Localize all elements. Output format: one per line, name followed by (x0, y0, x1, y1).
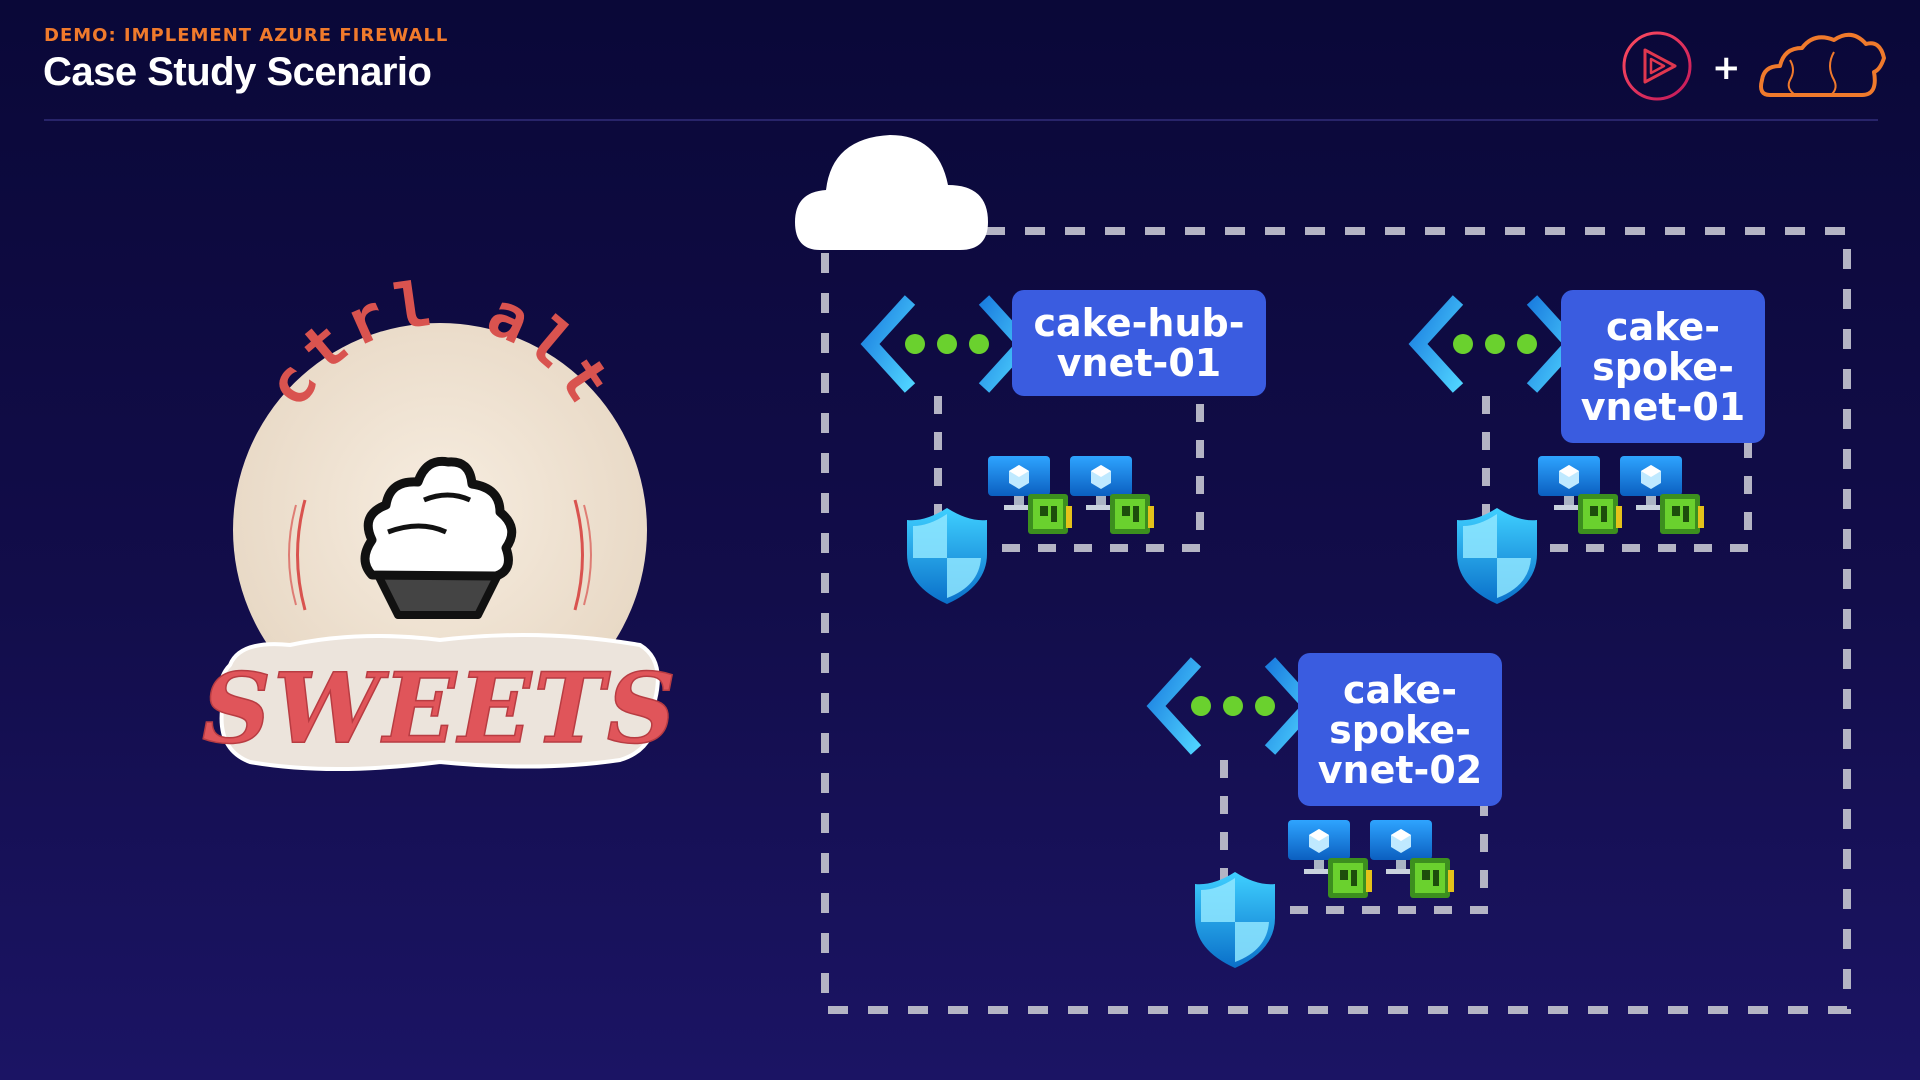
vnet-label-line: cake- (1606, 304, 1720, 349)
pluralsight-logo-icon (1622, 31, 1692, 101)
vnet-label-line: spoke- (1592, 344, 1734, 389)
virtual-machine-icon (1538, 456, 1622, 534)
azure-boundary (821, 227, 1851, 1014)
firewall-shield-icon (1195, 872, 1275, 968)
vnet-label-line: spoke- (1329, 707, 1471, 752)
vnet-label-line: vnet-01 (1056, 341, 1222, 385)
vnet-label-spoke-01: cake-spoke-vnet-01 cake- spoke- vnet-01 (1561, 290, 1765, 443)
hub-vnet-group (870, 300, 1204, 604)
header-divider (44, 119, 1878, 121)
vnet-label-spoke-02: cake-spoke-vnet-02 cake- spoke- vnet-02 (1298, 653, 1502, 806)
spoke-02-vnet-group (1156, 662, 1488, 968)
vnet-icon (1418, 300, 1572, 388)
logo-bottom-text: SWEETS (202, 652, 678, 765)
vnet-label-hub: cake-hub-vnet-01 cake-hub- vnet-01 (1012, 290, 1266, 396)
virtual-machine-icon (988, 456, 1072, 534)
spoke-02-subnet-boundary (1220, 760, 1488, 914)
vnet-icon (870, 300, 1024, 388)
firewall-shield-icon (1457, 508, 1537, 604)
firewall-shield-icon (907, 508, 987, 604)
hub-subnet-boundary (934, 396, 1204, 552)
spoke-01-subnet-boundary (1482, 396, 1752, 552)
vnet-label-line: cake-hub- (1033, 301, 1245, 345)
cloud-brand-logo-icon (1759, 32, 1886, 97)
virtual-machine-icon (1620, 456, 1704, 534)
section-eyebrow: DEMO: IMPLEMENT AZURE FIREWALL (44, 25, 449, 46)
cloud-icon (795, 135, 988, 250)
plus-sign: + (1712, 48, 1741, 88)
page-title: Case Study Scenario (43, 50, 432, 94)
spoke-01-vnet-group (1418, 300, 1752, 604)
vnet-label-line: vnet-01 (1580, 384, 1746, 429)
cupcake-icon (360, 456, 517, 619)
virtual-machine-icon (1288, 820, 1372, 898)
virtual-machine-icon (1370, 820, 1454, 898)
vnet-icon (1156, 662, 1310, 750)
logo-banner (217, 633, 660, 771)
vnet-label-line: cake- (1343, 667, 1457, 712)
vnet-label-line: vnet-02 (1317, 747, 1483, 792)
virtual-machine-icon (1070, 456, 1154, 534)
